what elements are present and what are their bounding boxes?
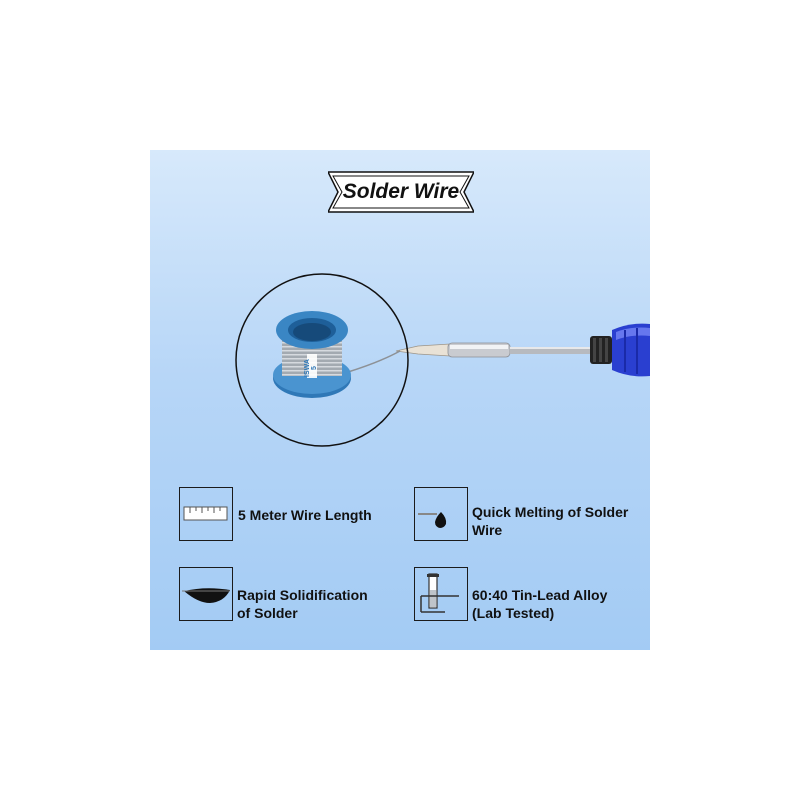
hero-illustration: [235, 273, 650, 447]
feature-rapid-solidification: Rapid Solidification of Solder: [237, 586, 368, 622]
feature-text-line: Rapid Solidification: [237, 587, 368, 603]
magnifier-circle: [235, 273, 409, 447]
solder-wire-strand: [347, 350, 401, 373]
title-badge: Solder Wire: [328, 170, 474, 214]
soldering-iron: [395, 323, 650, 377]
feature-text-line: 60:40 Tin-Lead Alloy: [472, 587, 608, 603]
feature-text-line: Quick Melting of Solder: [472, 504, 629, 520]
solidified-puddle-icon: [179, 567, 233, 621]
solder-spool: [273, 311, 351, 398]
ruler-icon: [179, 487, 233, 541]
title-badge-frame: [328, 171, 474, 213]
feature-text-line: of Solder: [237, 605, 298, 621]
feature-alloy: 60:40 Tin-Lead Alloy (Lab Tested): [472, 586, 607, 622]
molten-drop-icon: [414, 487, 468, 541]
test-tube-icon: [414, 567, 468, 621]
feature-text-line: 5 Meter Wire Length: [238, 507, 372, 523]
feature-text-line: Wire: [472, 522, 503, 538]
product-panel: Solder Wire: [150, 150, 650, 650]
feature-text-line: (Lab Tested): [472, 605, 555, 621]
feature-wire-length: 5 Meter Wire Length: [238, 506, 372, 524]
feature-quick-melting: Quick Melting of Solder Wire: [472, 503, 628, 539]
page-title: Solder Wire: [342, 180, 460, 203]
spool-label: ISWA 5: [304, 359, 318, 377]
